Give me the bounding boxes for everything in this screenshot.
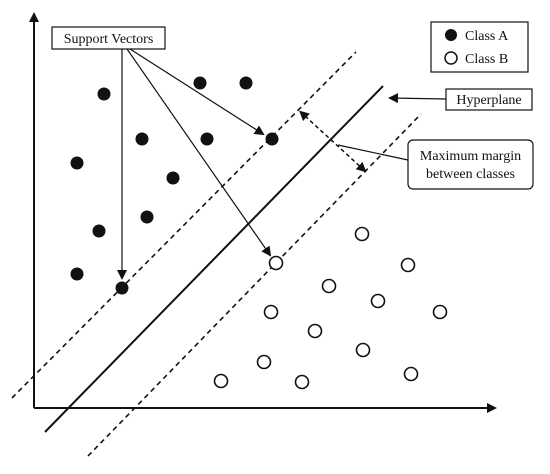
support-vector-pointer — [129, 48, 265, 136]
margin-width-arrow — [299, 110, 367, 173]
class-b-point — [370, 293, 386, 309]
legend-class-b-label: Class B — [465, 52, 508, 67]
legend-box — [430, 21, 529, 73]
class-a-point-support-vector — [115, 281, 129, 295]
decision-lines — [11, 51, 422, 457]
class-b-point — [432, 304, 448, 320]
class-a-point — [70, 156, 84, 170]
class-b-point — [355, 342, 371, 358]
margin-boundary-upper — [11, 51, 357, 399]
margin-label-box — [407, 139, 534, 190]
class-a-point — [193, 76, 207, 90]
hyperplane-label: Hyperplane — [456, 93, 521, 108]
class-b-points — [213, 226, 448, 390]
legend-class-a-label: Class A — [465, 29, 509, 44]
class-a-point — [140, 210, 154, 224]
class-a-point — [70, 267, 84, 281]
hyperplane-pointer — [388, 93, 447, 104]
margin-label-line2: between classes — [426, 167, 515, 182]
legend-class-a-marker — [445, 29, 457, 41]
class-b-point-support-vector — [268, 255, 284, 271]
class-b-point — [403, 366, 419, 382]
class-a-point — [166, 171, 180, 185]
class-b-point — [294, 374, 310, 390]
support-vector-pointer — [126, 48, 272, 257]
class-b-point — [263, 304, 279, 320]
class-a-point — [97, 87, 111, 101]
support-vectors-label-box — [51, 26, 166, 50]
class-b-point — [400, 257, 416, 273]
margin-label-line1: Maximum margin — [420, 149, 521, 164]
support-vectors-label: Support Vectors — [64, 32, 154, 47]
class-a-point — [239, 76, 253, 90]
axes — [29, 12, 497, 413]
support-vectors-callout: Support Vectors — [51, 26, 272, 280]
class-a-point — [92, 224, 106, 238]
hyperplane-callout: Hyperplane — [388, 88, 533, 111]
legend-class-b-marker — [444, 51, 458, 65]
class-b-point — [213, 373, 229, 389]
class-a-point — [200, 132, 214, 146]
margin-boundary-lower — [87, 113, 422, 457]
legend: Class A Class B — [430, 21, 529, 73]
hyperplane-label-box — [445, 88, 533, 111]
class-a-point — [135, 132, 149, 146]
class-a-points — [70, 76, 279, 295]
class-b-point — [354, 226, 370, 242]
class-b-point — [256, 354, 272, 370]
class-a-point-support-vector — [265, 132, 279, 146]
class-b-point — [307, 323, 323, 339]
class-b-point — [321, 278, 337, 294]
margin-pointer — [337, 144, 409, 161]
margin-callout: Maximum margin between classes — [337, 139, 534, 190]
